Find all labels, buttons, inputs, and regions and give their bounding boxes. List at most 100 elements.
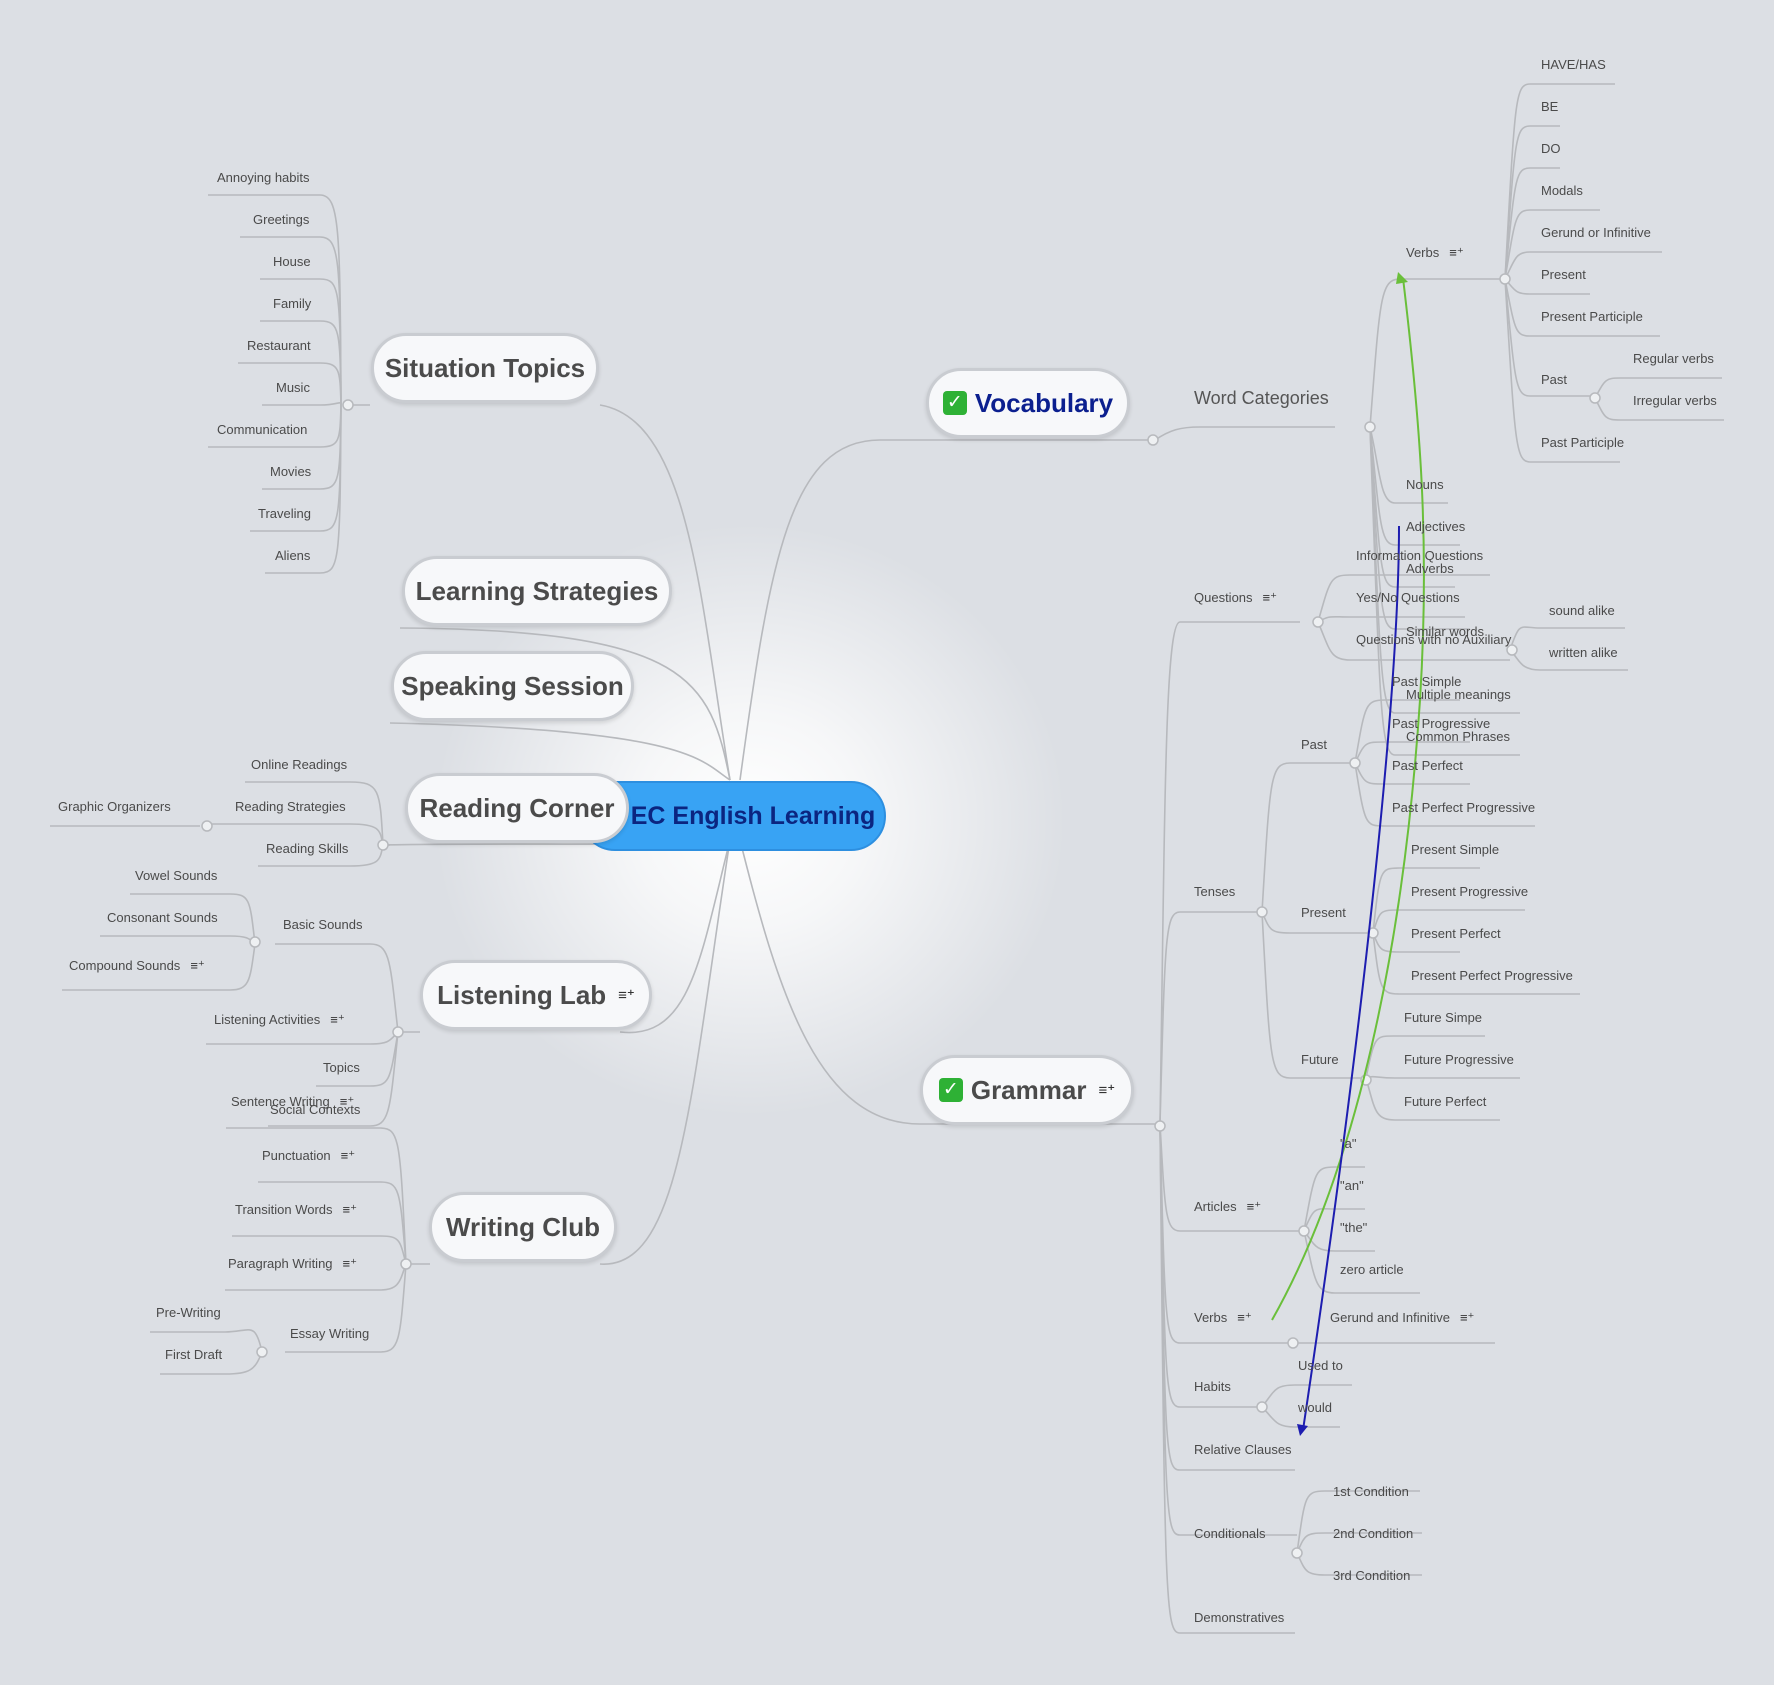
subtopic[interactable]: Aliens — [275, 548, 311, 563]
topic-learning-strategies[interactable]: Learning Strategies — [402, 556, 672, 626]
subtopic[interactable]: Future — [1301, 1052, 1339, 1067]
subtopic[interactable]: Present Participle — [1541, 309, 1643, 324]
subtopic[interactable]: 2nd Condition — [1333, 1526, 1414, 1541]
topic-reading-corner[interactable]: Reading Corner — [405, 773, 629, 843]
subtopic[interactable]: Graphic Organizers — [58, 799, 171, 814]
subtopic[interactable]: 1st Condition — [1333, 1484, 1409, 1499]
subtopic[interactable]: DO — [1541, 141, 1561, 156]
subtopic[interactable]: Future Simpe — [1404, 1010, 1483, 1025]
subtopic[interactable]: Future Progressive — [1404, 1052, 1514, 1067]
subtopic[interactable]: Adverbs — [1406, 561, 1454, 576]
subtopic[interactable]: Traveling — [258, 506, 311, 521]
subtopic[interactable]: Future Perfect — [1404, 1094, 1487, 1109]
subtopic[interactable]: Movies — [270, 464, 312, 479]
note-icon[interactable]: ≡⁺ — [342, 1202, 357, 1217]
subtopic[interactable]: Paragraph Writing≡⁺ — [228, 1256, 357, 1272]
note-icon[interactable]: ≡⁺ — [339, 1094, 355, 1109]
subtopic[interactable]: Present Perfect Progressive — [1411, 968, 1573, 983]
subtopic[interactable]: Similar words — [1406, 624, 1485, 639]
subtopic[interactable]: Information Questions — [1356, 548, 1484, 563]
subtopic[interactable]: Online Readings — [251, 757, 348, 772]
note-icon[interactable]: ≡⁺ — [1098, 1082, 1116, 1099]
subtopic[interactable]: Topics — [323, 1060, 360, 1075]
topic-situation-topics[interactable]: Situation Topics — [371, 333, 599, 403]
subtopic[interactable]: Gerund and Infinitive≡⁺ — [1330, 1310, 1474, 1326]
subtopic[interactable]: Word Categories — [1194, 388, 1329, 408]
subtopic[interactable]: BE — [1541, 99, 1559, 114]
subtopic[interactable]: Present Perfect — [1411, 926, 1501, 941]
subtopic[interactable]: Past — [1541, 372, 1568, 387]
subtopic[interactable]: Tenses — [1194, 884, 1236, 899]
note-icon[interactable]: ≡⁺ — [1237, 1310, 1252, 1325]
subtopic[interactable]: Communication — [217, 422, 308, 437]
topic-listening-lab[interactable]: Listening Lab≡⁺ — [420, 960, 652, 1030]
subtopic[interactable]: Past Perfect — [1392, 758, 1463, 773]
subtopic[interactable]: written alike — [1549, 645, 1618, 660]
subtopic[interactable]: Gerund or Infinitive — [1541, 225, 1651, 240]
subtopic[interactable]: Habits — [1194, 1379, 1231, 1394]
subtopic[interactable]: HAVE/HAS — [1541, 57, 1606, 72]
subtopic[interactable]: Conditionals — [1194, 1526, 1266, 1541]
subtopic[interactable]: "the" — [1340, 1220, 1368, 1235]
subtopic[interactable]: Adjectives — [1406, 519, 1466, 534]
subtopic[interactable]: Punctuation≡⁺ — [262, 1148, 355, 1164]
note-icon[interactable]: ≡⁺ — [1459, 1310, 1475, 1325]
subtopic[interactable]: Sentence Writing≡⁺ — [231, 1094, 354, 1110]
subtopic[interactable]: Family — [273, 296, 312, 311]
subtopic[interactable]: House — [273, 254, 311, 269]
subtopic[interactable]: 3rd Condition — [1333, 1568, 1411, 1583]
note-icon[interactable]: ≡⁺ — [340, 1148, 356, 1163]
subtopic[interactable]: Past Participle — [1541, 435, 1625, 450]
subtopic[interactable]: Social Contexts — [270, 1102, 361, 1117]
subtopic[interactable]: First Draft — [165, 1347, 223, 1362]
subtopic[interactable]: Past — [1301, 737, 1328, 752]
subtopic[interactable]: "a" — [1340, 1136, 1357, 1151]
subtopic[interactable]: Pre-Writing — [156, 1305, 221, 1320]
topic-writing-club[interactable]: Writing Club — [429, 1192, 617, 1262]
subtopic[interactable]: Irregular verbs — [1633, 393, 1717, 408]
subtopic[interactable]: Compound Sounds≡⁺ — [69, 958, 205, 974]
subtopic[interactable]: sound alike — [1549, 603, 1615, 618]
subtopic[interactable]: Questions with no Auxiliary — [1356, 632, 1512, 647]
topic-speaking-session[interactable]: Speaking Session — [391, 651, 634, 721]
note-icon[interactable]: ≡⁺ — [190, 958, 205, 973]
subtopic[interactable]: Vowel Sounds — [135, 868, 218, 883]
subtopic[interactable]: Annoying habits — [217, 170, 310, 185]
subtopic[interactable]: zero article — [1340, 1262, 1404, 1277]
note-icon[interactable]: ≡⁺ — [1262, 590, 1277, 605]
subtopic[interactable]: Common Phrases — [1406, 729, 1511, 744]
subtopic[interactable]: Questions≡⁺ — [1194, 590, 1277, 606]
subtopic[interactable]: Used to — [1298, 1358, 1343, 1373]
topic-grammar[interactable]: ✓Grammar≡⁺ — [920, 1055, 1134, 1125]
subtopic[interactable]: Present — [1541, 267, 1586, 282]
subtopic[interactable]: Reading Skills — [266, 841, 349, 856]
subtopic[interactable]: Restaurant — [247, 338, 311, 353]
subtopic[interactable]: Consonant Sounds — [107, 910, 218, 925]
note-icon[interactable]: ≡⁺ — [342, 1256, 357, 1271]
subtopic[interactable]: Relative Clauses — [1194, 1442, 1292, 1457]
subtopic[interactable]: Music — [276, 380, 310, 395]
subtopic[interactable]: Modals — [1541, 183, 1583, 198]
subtopic[interactable]: Yes/No Questions — [1356, 590, 1460, 605]
subtopic[interactable]: Greetings — [253, 212, 310, 227]
subtopic[interactable]: Articles≡⁺ — [1194, 1199, 1261, 1215]
central-topic[interactable]: EC English Learning — [580, 781, 886, 851]
subtopic[interactable]: Present Simple — [1411, 842, 1500, 857]
note-icon[interactable]: ≡⁺ — [1246, 1199, 1262, 1214]
subtopic[interactable]: Verbs≡⁺ — [1194, 1310, 1252, 1326]
note-icon[interactable]: ≡⁺ — [330, 1012, 345, 1027]
subtopic[interactable]: "an" — [1340, 1178, 1364, 1193]
note-icon[interactable]: ≡⁺ — [618, 987, 635, 1004]
subtopic[interactable]: Present Progressive — [1411, 884, 1529, 899]
subtopic[interactable]: Demonstratives — [1194, 1610, 1285, 1625]
subtopic[interactable]: Past Perfect Progressive — [1392, 800, 1536, 815]
subtopic[interactable]: Present — [1301, 905, 1346, 920]
subtopic[interactable]: Transition Words≡⁺ — [235, 1202, 357, 1218]
subtopic[interactable]: Multiple meanings — [1406, 687, 1511, 702]
subtopic[interactable]: Reading Strategies — [235, 799, 346, 814]
subtopic[interactable]: Past Progressive — [1392, 716, 1491, 731]
subtopic[interactable]: Listening Activities≡⁺ — [214, 1012, 345, 1028]
subtopic[interactable]: Verbs≡⁺ — [1406, 245, 1464, 261]
note-icon[interactable]: ≡⁺ — [1449, 245, 1464, 260]
